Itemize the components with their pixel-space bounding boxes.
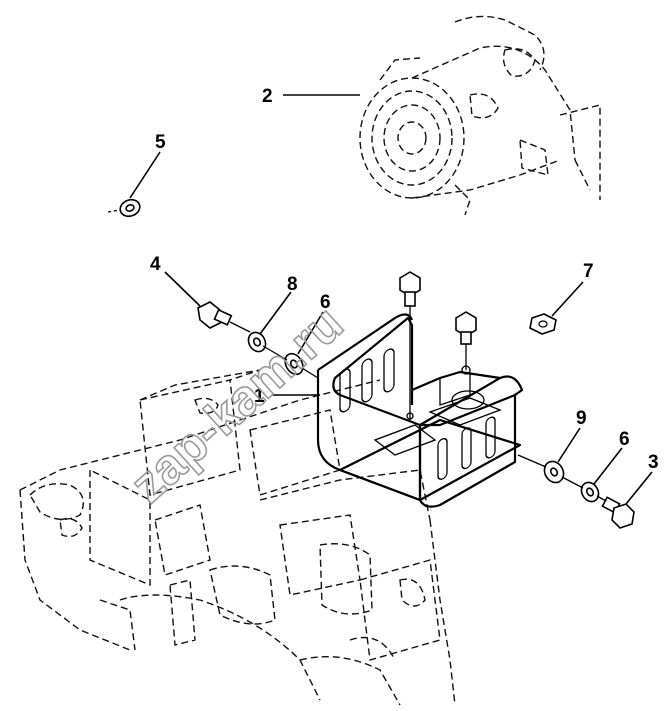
callout-8: 8: [287, 274, 298, 295]
callout-6-lower: 6: [619, 429, 630, 450]
vertical-bolt-left: [399, 271, 421, 420]
callout-3: 3: [648, 452, 659, 473]
callout-9: 9: [576, 408, 587, 429]
washer-6-lower: [561, 476, 600, 503]
leader-lines: [129, 94, 653, 505]
mounting-bracket: [316, 313, 524, 508]
washer-5: [107, 198, 141, 218]
callout-7: 7: [583, 261, 594, 282]
bolt-4: [197, 301, 251, 333]
washer-8: [247, 331, 267, 353]
callout-1: 1: [254, 386, 265, 407]
callout-2: 2: [262, 86, 273, 107]
vertical-bolt-right: [455, 311, 477, 370]
callout-6-upper: 6: [320, 292, 331, 313]
washer-9: [517, 454, 565, 484]
washer-6-upper: [262, 345, 319, 379]
callout-5: 5: [155, 132, 166, 153]
callout-4: 4: [150, 254, 161, 275]
compressor-outline: [359, 15, 601, 216]
nut-7: [529, 313, 557, 335]
